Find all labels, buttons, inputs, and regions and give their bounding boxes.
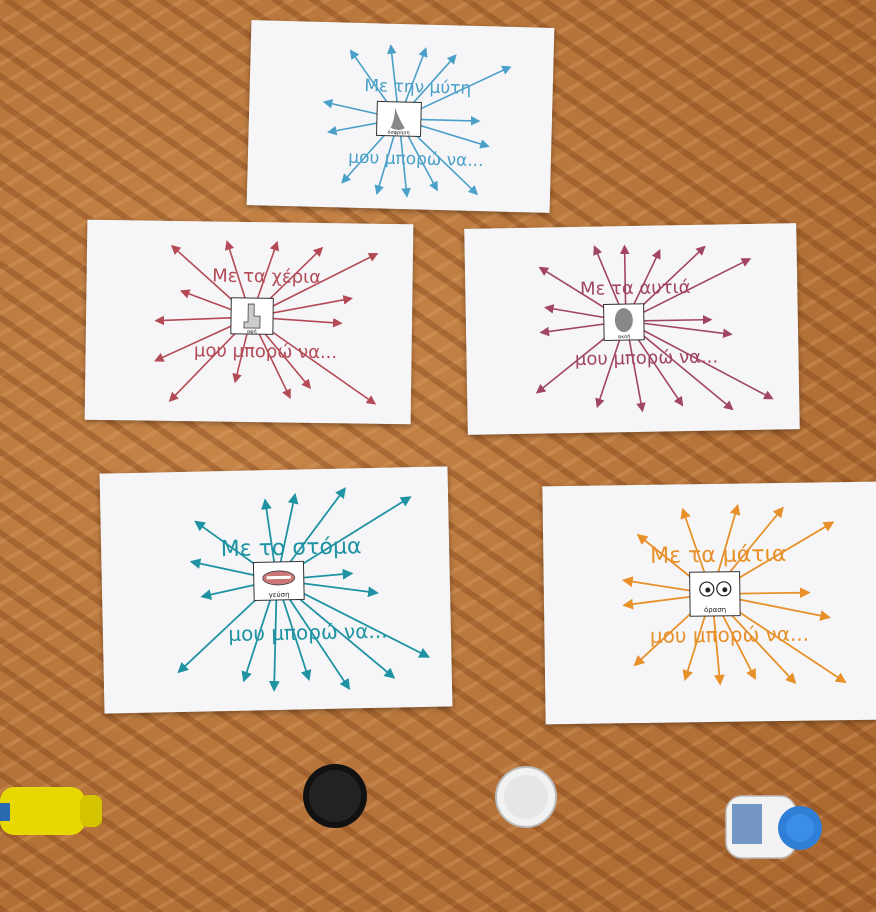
poster-mouth-title: Με το στόμα — [221, 534, 362, 562]
poster-mouth: γεύση Με το στόμα μου μπορώ να... — [100, 466, 453, 713]
poster-nose-label: όσφρηση — [387, 129, 409, 137]
poster-eyes: όραση Με τα μάτια μου μπορώ να... — [542, 482, 876, 725]
poster-hands-subtitle: μου μπορώ να... — [194, 340, 337, 363]
poster-nose-title: Με την μύτη — [364, 76, 471, 99]
poster-hands-label: αφή — [247, 328, 257, 335]
poster-mouth-label: γεύση — [269, 591, 290, 599]
poster-hands-arrows: αφή Με τα χέρια μου μπορώ να... — [85, 220, 414, 425]
poster-ears-title: Με τα αυτιά — [580, 277, 691, 300]
black-jar-lid — [300, 760, 370, 832]
poster-ears: ακοή Με τα αυτιά μου μπορώ να... — [464, 223, 800, 435]
poster-nose-subtitle: μου μπορώ να... — [348, 148, 484, 172]
poster-mouth-subtitle: μου μπορώ να... — [228, 619, 388, 646]
poster-ears-subtitle: μου μπορώ να... — [575, 347, 719, 370]
poster-hands-title: Με τα χέρια — [212, 265, 321, 288]
poster-eyes-title: Με τα μάτια — [650, 542, 787, 569]
yellow-bottle — [0, 775, 105, 845]
poster-eyes-subtitle: μου μπορώ να... — [650, 622, 809, 648]
white-jar-lid — [494, 764, 558, 830]
poster-mouth-arrows: γεύση Με το στόμα μου μπορώ να... — [100, 466, 453, 713]
poster-nose-arrows: όσφρηση Με την μύτη μου μπορώ να... — [247, 20, 555, 213]
poster-eyes-arrows: όραση Με τα μάτια μου μπορώ να... — [542, 482, 876, 725]
poster-hands: αφή Με τα χέρια μου μπορώ να... — [85, 220, 414, 425]
poster-ears-arrows: ακοή Με τα αυτιά μου μπορώ να... — [464, 223, 800, 435]
poster-nose: όσφρηση Με την μύτη μου μπορώ να... — [247, 20, 555, 213]
blue-cap-bottle — [722, 788, 826, 866]
poster-eyes-label: όραση — [704, 606, 726, 614]
poster-ears-label: ακοή — [618, 333, 631, 340]
